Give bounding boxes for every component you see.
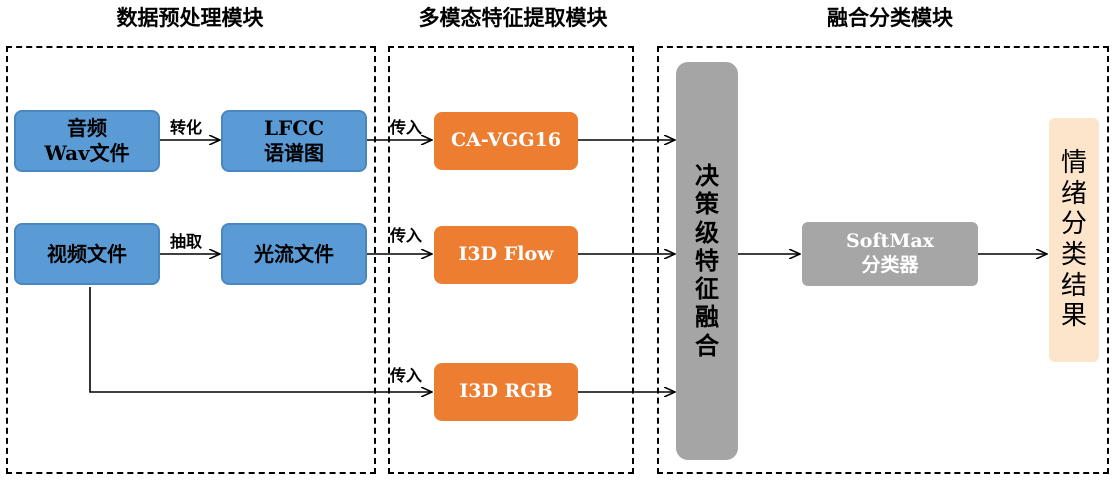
audio-box-line2: Wav文件: [44, 141, 130, 165]
result-char: 类: [1060, 240, 1087, 270]
softmax-classifier-box: SoftMax 分类器: [802, 222, 978, 286]
fusion-char: 征: [695, 274, 719, 304]
section-title-extract: 多模态特征提取模块: [418, 5, 608, 30]
result-char: 分: [1060, 209, 1087, 240]
optical-flow-box-label: 光流文件: [254, 241, 334, 266]
video-file-box: 视频文件: [14, 223, 160, 285]
fusion-char: 合: [695, 330, 719, 360]
label-input-cavgg: 传入: [390, 118, 423, 137]
softmax-line2: 分类器: [861, 254, 919, 276]
result-char: 绪: [1060, 178, 1087, 209]
section-title-preprocess: 数据预处理模块: [116, 5, 264, 30]
lfcc-box-line1: LFCC: [263, 116, 325, 140]
i3d-rgb-box: I3D RGB: [434, 363, 578, 421]
cavgg16-box: CA-VGG16: [434, 112, 578, 170]
video-box-label: 视频文件: [47, 241, 127, 266]
result-char: 情: [1060, 147, 1087, 178]
lfcc-box-line2: 语谱图: [264, 141, 324, 165]
section-title-fusion: 融合分类模块: [827, 5, 953, 30]
extract-module-frame: [388, 46, 634, 474]
cavgg16-label: CA-VGG16: [450, 129, 561, 152]
fusion-char: 融: [695, 302, 719, 332]
fusion-char: 特: [695, 245, 719, 275]
fusion-char: 策: [695, 189, 719, 219]
fusion-char: 决: [695, 160, 719, 190]
lfcc-spectrogram-box: LFCC 语谱图: [221, 110, 367, 172]
audio-wav-box: 音频 Wav文件: [14, 110, 160, 172]
label-extract: 抽取: [170, 232, 203, 251]
label-input-i3dflow: 传入: [390, 226, 423, 245]
i3d-rgb-label: I3D RGB: [459, 380, 553, 403]
i3d-flow-label: I3D Flow: [458, 243, 554, 266]
preprocess-module-frame: [6, 46, 376, 474]
decision-fusion-box: 决 策 级 特 征 融 合: [676, 62, 738, 460]
audio-box-line1: 音频: [67, 116, 107, 140]
fusion-module-frame: [657, 46, 1109, 474]
optical-flow-box: 光流文件: [221, 223, 367, 285]
emotion-result-box: 情 绪 分 类 结 果: [1049, 118, 1099, 362]
result-char: 果: [1060, 301, 1087, 332]
arrow-video-to-i3drgb: [89, 287, 432, 392]
i3d-flow-box: I3D Flow: [434, 226, 578, 284]
fusion-char: 级: [695, 217, 719, 247]
softmax-line1: SoftMax: [845, 230, 934, 253]
label-input-i3drgb: 传入: [390, 366, 423, 385]
result-char: 结: [1060, 270, 1087, 301]
label-convert: 转化: [170, 118, 203, 137]
